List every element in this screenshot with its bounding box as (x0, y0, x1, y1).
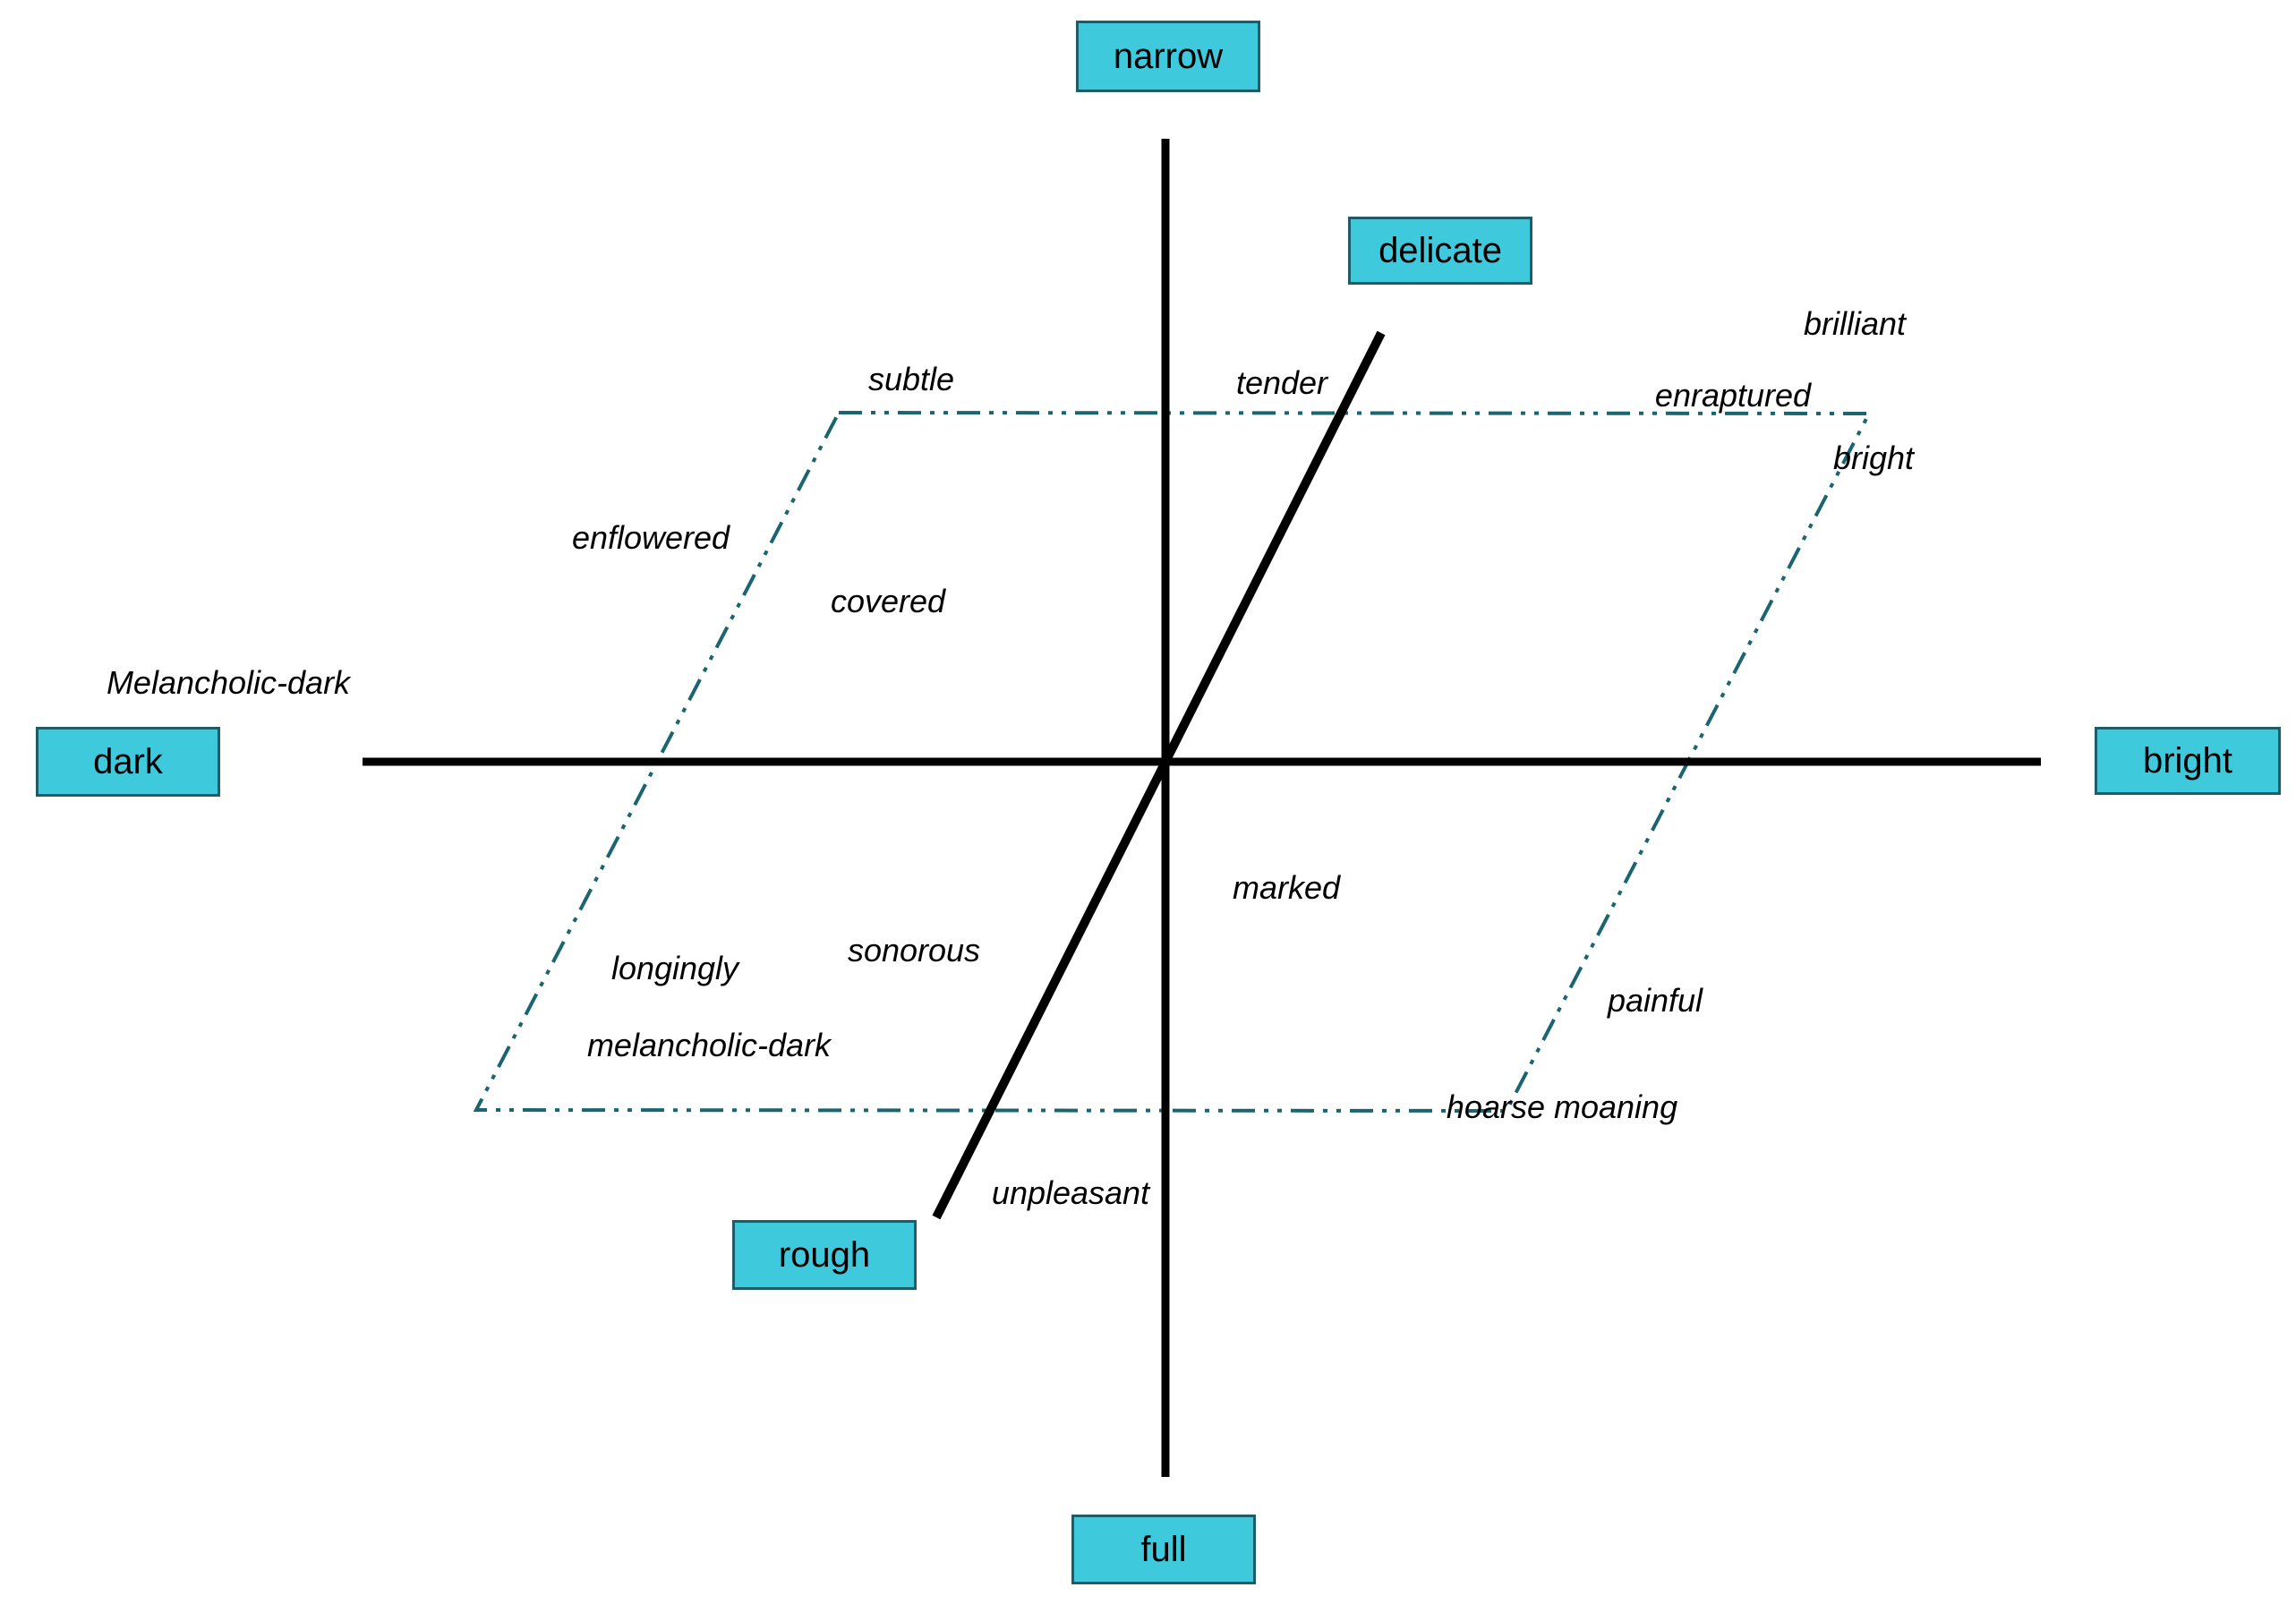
label-brilliant: brilliant (1803, 305, 1907, 342)
axis-box-rough-label: rough (778, 1235, 871, 1275)
label-subtle: subtle (867, 361, 955, 397)
label-tender: tender (1235, 364, 1328, 401)
axis-box-dark: dark (36, 727, 220, 797)
label-painful: painful (1607, 982, 1703, 1019)
axis-box-narrow-label: narrow (1113, 37, 1224, 76)
label-melancholic-dark-capital: Melancholic-dark (106, 664, 351, 701)
timbre-parallelogram-outline (473, 410, 1873, 1114)
axis-box-rough: rough (732, 1220, 917, 1290)
label-covered: covered (830, 583, 946, 619)
axis-box-delicate-label: delicate (1378, 231, 1502, 270)
label-unpleasant: unpleasant (991, 1174, 1150, 1211)
axis-box-full-label: full (1140, 1530, 1187, 1569)
label-bright-italic: bright (1832, 440, 1915, 476)
label-enflowered: enflowered (571, 519, 730, 556)
label-enraptured: enraptured (1654, 377, 1812, 414)
axis-box-bright-label: bright (2142, 741, 2233, 781)
label-melancholic-dark: melancholic-dark (586, 1027, 832, 1063)
label-longingly: longingly (610, 950, 739, 986)
axis-box-delicate: delicate (1348, 217, 1532, 285)
axis-box-bright: bright (2095, 727, 2281, 795)
label-marked: marked (1232, 869, 1341, 906)
axis-box-narrow: narrow (1076, 21, 1260, 92)
label-sonorous: sonorous (847, 932, 981, 969)
diagonal-axis-line (932, 330, 1386, 1220)
axis-box-dark-label: dark (93, 742, 163, 781)
axis-box-full: full (1071, 1515, 1256, 1584)
label-hoarse-moaning: hoarse moaning (1446, 1088, 1678, 1125)
